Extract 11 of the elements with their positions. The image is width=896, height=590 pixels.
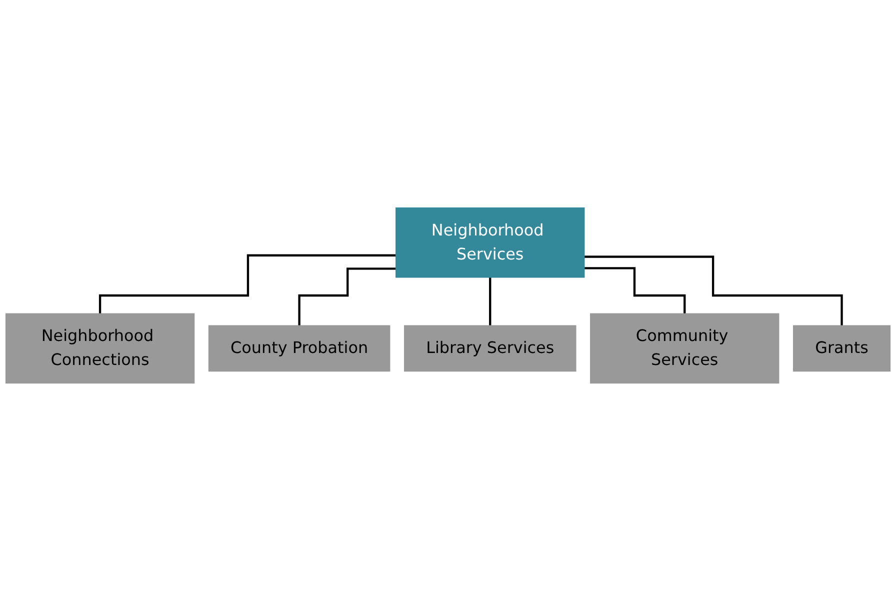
connector (584, 266, 686, 314)
connector (298, 267, 396, 326)
connector (489, 276, 492, 326)
connector (98, 254, 396, 314)
node-box: Neighborhood Connections (5, 312, 195, 384)
node-box: Neighborhood Services (396, 206, 585, 278)
connector (584, 255, 843, 326)
node-box: Grants (792, 324, 891, 372)
node-box: Community Services (590, 312, 780, 384)
node-box: County Probation (208, 324, 390, 372)
node-box: Library Services (404, 324, 576, 372)
